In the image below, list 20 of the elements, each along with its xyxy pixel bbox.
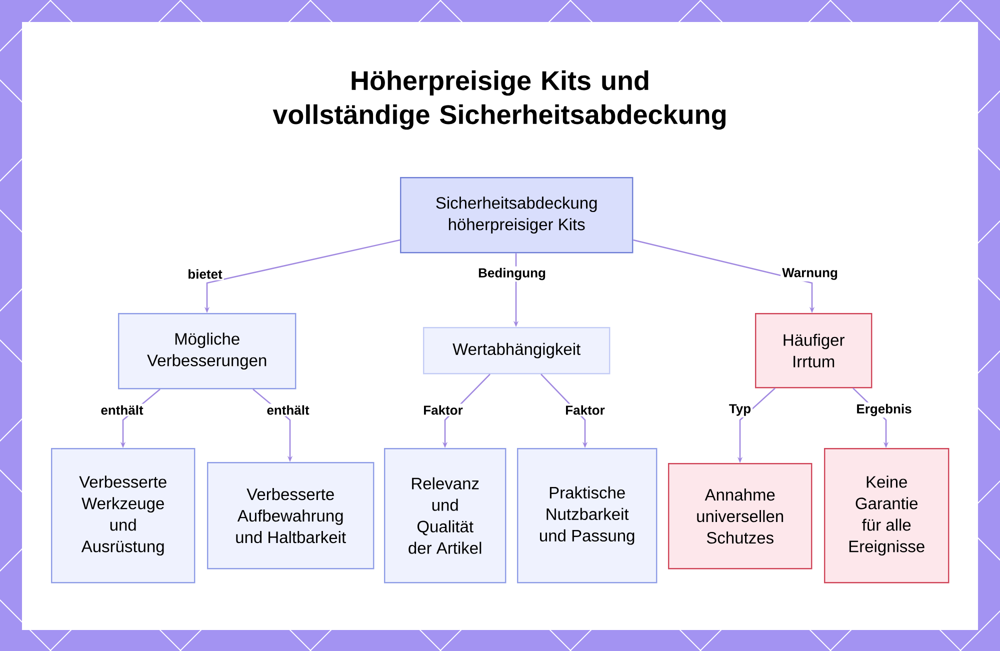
process-box: Verbesserte Aufbewahrung und Haltbarkeit — [207, 462, 374, 570]
warning-box: Annahme universellen Schutzes — [668, 463, 812, 570]
edge-label: enthält — [99, 404, 145, 416]
process-box: Mögliche Verbesserungen — [118, 313, 296, 390]
warning-box: Keine Garantie für alle Ereignisse — [824, 448, 950, 584]
edge-label: Warnung — [780, 266, 840, 282]
process-box: Wertabhängigkeit — [423, 327, 610, 374]
warning-box: Häufiger Irrtum — [755, 313, 872, 388]
edge-label: Typ — [727, 402, 753, 418]
process-box: Relevanz und Qualität der Artikel — [384, 448, 506, 584]
edge-label: Faktor — [564, 404, 606, 416]
process-box: Verbesserte Werkzeuge und Ausrüstung — [51, 448, 196, 584]
edge-label: Ergebnis — [854, 402, 914, 418]
process-box: Praktische Nutzbarkeit und Passung — [517, 448, 658, 584]
root-box: Sicherheitsabdeckung höherpreisiger Kits — [400, 177, 634, 254]
title: Höherpreisige Kits und vollständige Sicherheitsabdeckung — [272, 70, 726, 130]
edge-label: Faktor — [422, 404, 464, 416]
edge-label: Bedingung — [476, 266, 548, 282]
edge-label: enthält — [265, 404, 311, 416]
edge-label: bietet — [186, 268, 224, 280]
